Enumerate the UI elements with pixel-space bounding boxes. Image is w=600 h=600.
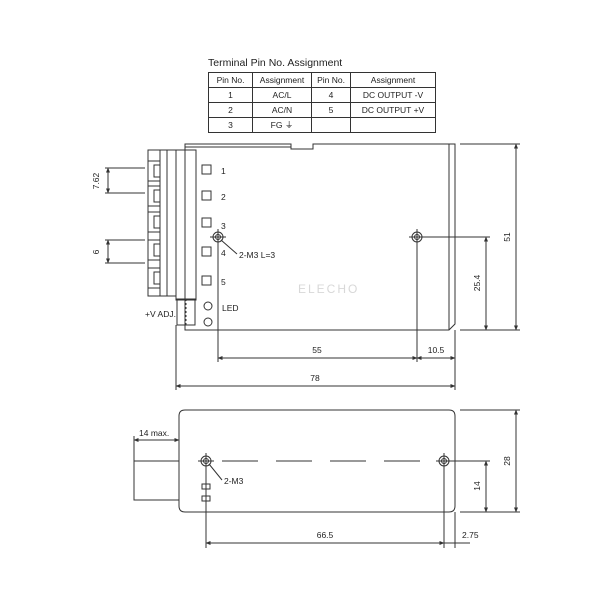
dim-25-4-label: 25.4 bbox=[472, 274, 482, 291]
mount-hole-right bbox=[409, 229, 425, 245]
dim-78-label: 78 bbox=[310, 373, 320, 383]
dim-gap-label: 6 bbox=[91, 249, 101, 254]
bottom-mount-leader bbox=[208, 463, 223, 481]
table-cell bbox=[350, 117, 436, 133]
led-label: LED bbox=[222, 303, 239, 313]
terminal-number-5: 5 bbox=[221, 277, 226, 287]
dim-pitch-label: 7.62 bbox=[91, 172, 101, 189]
pin-table-title: Terminal Pin No. Assignment bbox=[208, 57, 343, 69]
terminal-strip bbox=[147, 149, 177, 297]
table-row: 2 AC/N 5 DC OUTPUT +V bbox=[208, 102, 436, 118]
front-view bbox=[105, 143, 520, 390]
dim-14-label: 14 bbox=[472, 481, 482, 491]
terminal-number-1: 1 bbox=[221, 166, 226, 176]
dim-14max-label: 14 max. bbox=[139, 428, 169, 438]
bottom-case-outline bbox=[178, 409, 456, 513]
bottom-view bbox=[133, 409, 520, 548]
terminal-number-4: 4 bbox=[221, 248, 226, 258]
mount-leader bbox=[220, 239, 238, 255]
dim-66-5-label: 66.5 bbox=[317, 530, 334, 540]
dim-10-5-label: 10.5 bbox=[428, 345, 445, 355]
mount-label: 2-M3 L=3 bbox=[239, 250, 275, 260]
bottom-terminal-block bbox=[133, 460, 180, 501]
terminal-number-3: 3 bbox=[221, 221, 226, 231]
dim-55-label: 55 bbox=[312, 345, 322, 355]
bottom-mount-label: 2-M3 bbox=[224, 476, 244, 486]
terminal-number-2: 2 bbox=[221, 192, 226, 202]
led-indicator bbox=[203, 301, 213, 311]
pin-assignment-table: Pin No. Assignment Pin No. Assignment 1 … bbox=[208, 72, 436, 133]
mount-hole-left bbox=[210, 229, 226, 245]
table-row: 1 AC/L 4 DC OUTPUT -V bbox=[208, 87, 436, 103]
dim-51-label: 51 bbox=[502, 232, 512, 242]
screw-hole-corner bbox=[203, 317, 213, 327]
terminal-fins bbox=[147, 150, 168, 296]
dim-2-75-label: 2.75 bbox=[462, 530, 479, 540]
bottom-hole-right bbox=[436, 453, 452, 469]
table-row: 3 FG ⏚ bbox=[208, 117, 436, 133]
vadj-label: +V ADJ. bbox=[145, 309, 176, 319]
dim-28-label: 28 bbox=[502, 456, 512, 466]
terminal-pin-squares bbox=[201, 164, 212, 286]
terminal-block bbox=[175, 149, 197, 301]
bottom-hole-left bbox=[198, 453, 214, 469]
watermark-text: ELECHO bbox=[298, 282, 359, 296]
